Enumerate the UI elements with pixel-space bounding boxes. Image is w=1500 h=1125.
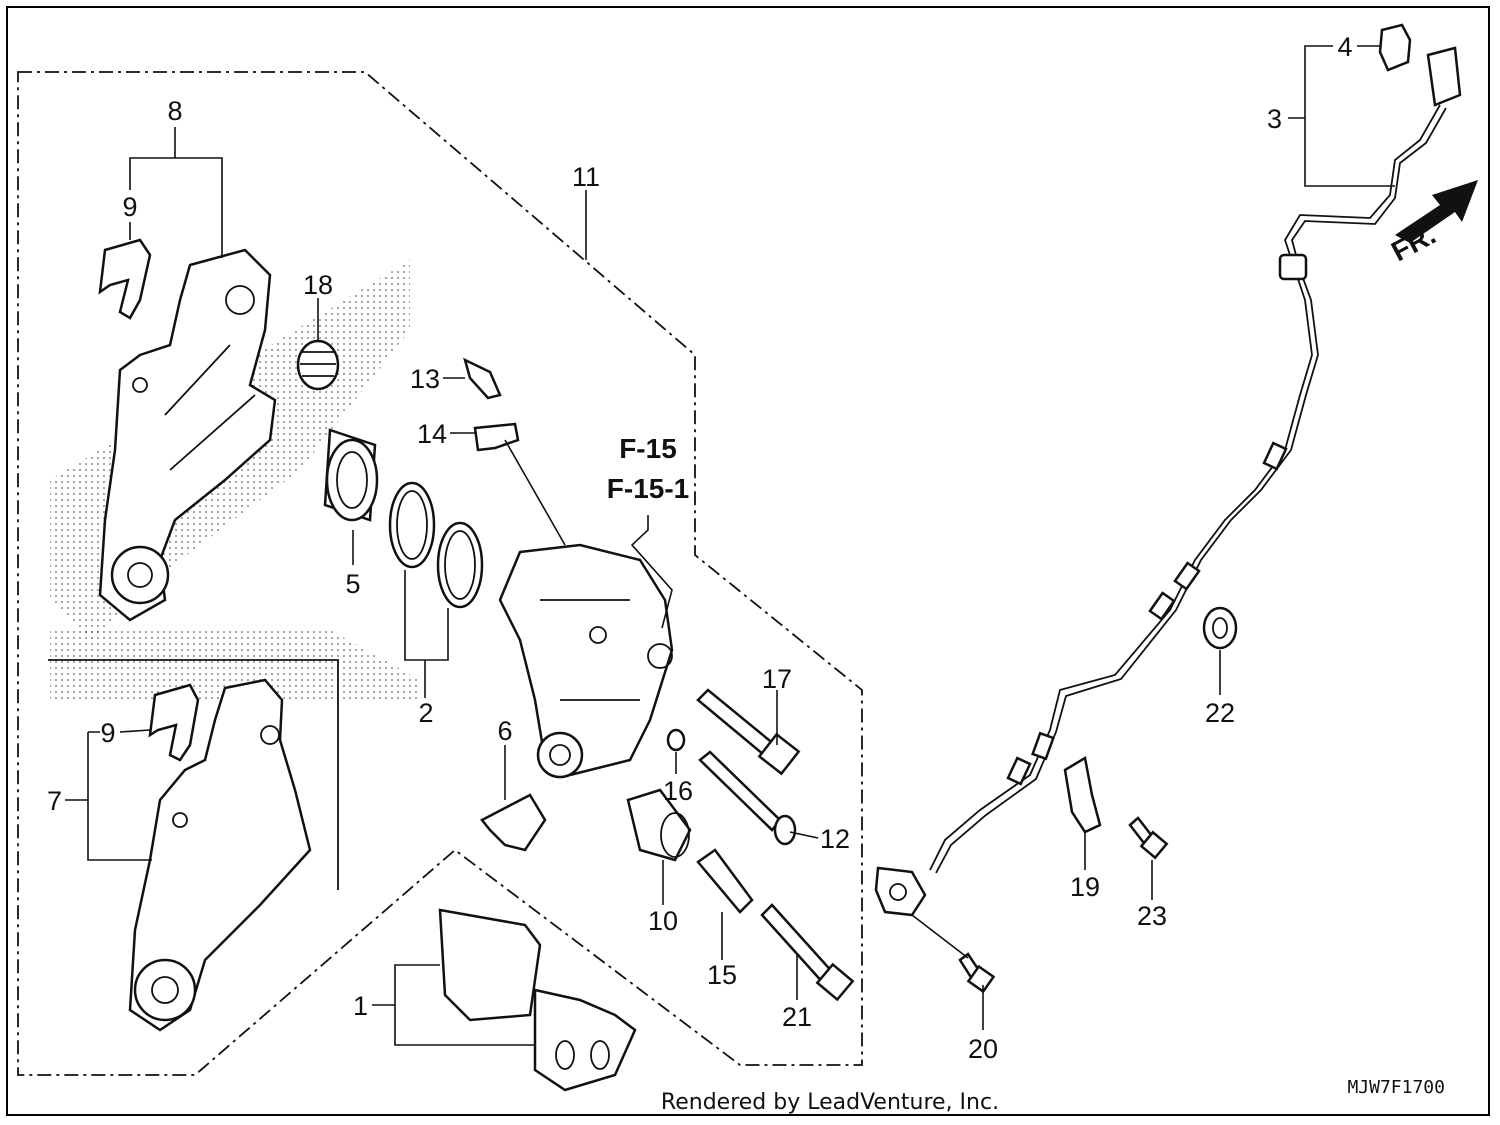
callout-4: 4 (1337, 32, 1352, 62)
callout-2: 2 (418, 698, 433, 728)
clamp-part-22 (1202, 606, 1238, 650)
brake-pad-set-part-1 (438, 908, 637, 1092)
retainer-clip-part-9-upper (98, 238, 152, 320)
callout-15: 15 (707, 960, 737, 990)
reference-label-2: F-15-1 (607, 473, 689, 504)
reference-label-1: F-15 (619, 433, 677, 464)
callout-23: 23 (1137, 901, 1167, 931)
pin-part-17 (696, 688, 801, 776)
caliper-body-part-11 (498, 543, 674, 779)
boot-part-18 (296, 339, 340, 391)
bolt-part-23 (1128, 816, 1169, 860)
callout-21: 21 (782, 1002, 812, 1032)
pad-spring-part-6 (480, 793, 547, 852)
callout-5: 5 (345, 569, 360, 599)
clip-part-13 (463, 357, 502, 400)
cap-part-16 (666, 728, 686, 752)
callout-labels: 1 2 3 4 5 6 7 8 9 9 10 11 12 13 14 15 16… (47, 32, 1353, 1064)
stay-part-19 (1063, 756, 1102, 834)
callout-7: 7 (47, 786, 62, 816)
callout-16: 16 (663, 776, 693, 806)
retainer-clip-part-9-lower (148, 683, 200, 762)
callout-10: 10 (648, 906, 678, 936)
rendered-by-credit: Rendered by LeadVenture, Inc. (660, 1090, 1000, 1115)
shading-lower (50, 630, 420, 700)
piston-part-5 (323, 428, 379, 522)
caliper-bracket-part-7 (128, 678, 312, 1032)
front-direction-arrow: FR. (1386, 180, 1478, 267)
leader-lines (65, 45, 1395, 1046)
bracket-subgroup-line (48, 659, 339, 890)
sleeve-part-15 (696, 848, 754, 914)
clip-part-14 (473, 422, 520, 452)
speed-sensor-harness-part-3 (874, 46, 1462, 917)
callout-18: 18 (303, 270, 333, 300)
pin-part-12 (698, 750, 797, 846)
diagram-code: MJW7F1700 (1347, 1077, 1445, 1098)
callout-22: 22 (1205, 698, 1235, 728)
group-boundary (17, 71, 863, 1076)
callout-3: 3 (1267, 104, 1282, 134)
callout-12: 12 (820, 824, 850, 854)
callout-9-upper: 9 (122, 192, 137, 222)
callout-19: 19 (1070, 872, 1100, 902)
callout-14: 14 (417, 419, 447, 449)
callout-1: 1 (353, 991, 368, 1021)
callout-9-lower: 9 (100, 718, 115, 748)
callout-20: 20 (968, 1034, 998, 1064)
callout-13: 13 (410, 364, 440, 394)
callout-17: 17 (762, 664, 792, 694)
seal-set-part-2 (388, 481, 484, 609)
footer: Rendered by LeadVenture, Inc. (0, 1090, 1500, 1115)
callout-8: 8 (167, 96, 182, 126)
diagram-frame (6, 6, 1490, 1116)
caliper-bracket-part-8 (98, 248, 277, 622)
bolt-part-21 (760, 903, 855, 1002)
bolt-part-20 (958, 952, 996, 994)
callout-6: 6 (497, 716, 512, 746)
connector-cover-part-4 (1378, 23, 1412, 72)
callout-11: 11 (572, 162, 600, 192)
pin-boot-part-10 (626, 788, 692, 862)
